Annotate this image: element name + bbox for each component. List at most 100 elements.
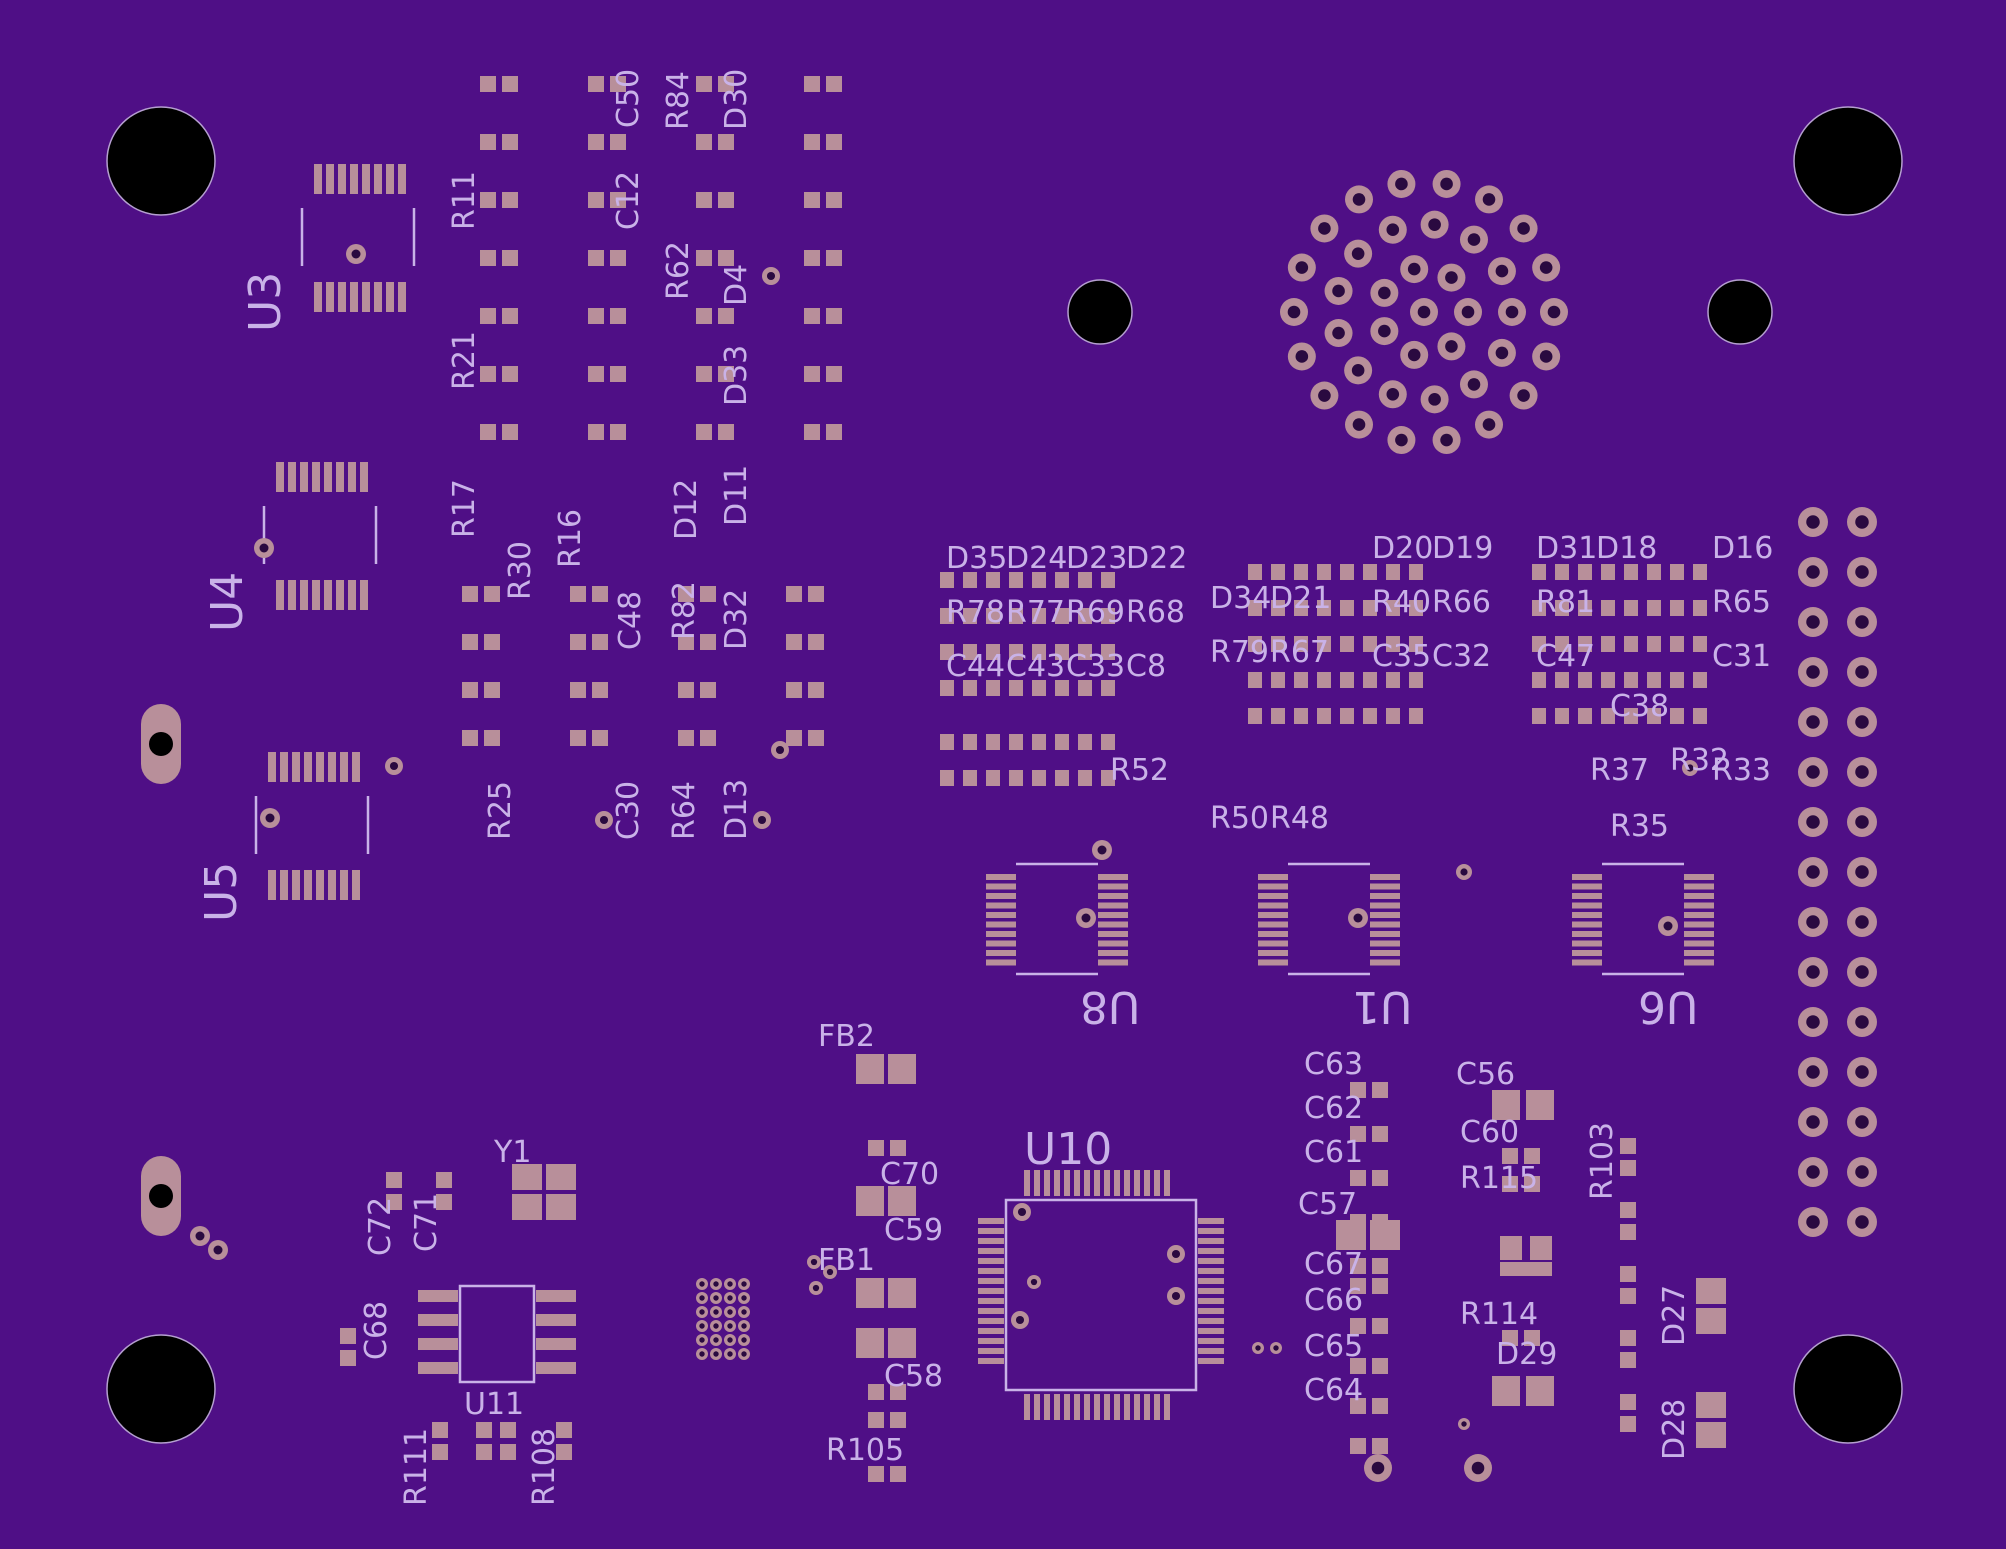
label-c8: C8 bbox=[1126, 649, 1167, 684]
matrix-pad bbox=[1624, 564, 1638, 580]
label-c31: C31 bbox=[1712, 639, 1772, 674]
y1-pad bbox=[546, 1164, 576, 1190]
matrix-pad bbox=[1693, 672, 1707, 688]
u4-pad bbox=[300, 462, 308, 492]
r111-pad bbox=[432, 1444, 448, 1460]
label-c58: C58 bbox=[884, 1359, 944, 1394]
u4-pad bbox=[360, 462, 368, 492]
cap-pad bbox=[1372, 1318, 1388, 1334]
u10-pad bbox=[1084, 1394, 1090, 1420]
u4-pad bbox=[312, 580, 320, 610]
u1-pad bbox=[1258, 921, 1288, 928]
label-d27: D27 bbox=[1657, 1284, 1692, 1346]
matrix-pad bbox=[1340, 636, 1354, 652]
u10-pad bbox=[978, 1228, 1004, 1234]
slot-drill-0 bbox=[149, 732, 173, 756]
rc-pad bbox=[696, 134, 712, 150]
u10-pad bbox=[1034, 1394, 1040, 1420]
matrix-pad bbox=[1409, 600, 1423, 616]
u10-pad bbox=[978, 1238, 1004, 1244]
matrix-pad bbox=[1032, 608, 1046, 624]
matrix-pad bbox=[1032, 572, 1046, 588]
via-drill bbox=[1407, 348, 1421, 362]
matrix-pad bbox=[1055, 644, 1069, 660]
via-drill bbox=[1855, 915, 1869, 929]
u5-pad bbox=[292, 870, 300, 900]
u3-pad bbox=[398, 282, 406, 312]
cap-pad bbox=[1350, 1082, 1366, 1098]
rc-pad bbox=[592, 682, 608, 698]
via-drill bbox=[727, 1323, 733, 1329]
rc-pad bbox=[678, 682, 694, 698]
matrix-pad bbox=[1386, 600, 1400, 616]
cap-pad bbox=[1350, 1358, 1366, 1374]
via-drill bbox=[1318, 222, 1331, 235]
label-r17: R17 bbox=[447, 478, 482, 538]
pad bbox=[1500, 1236, 1522, 1260]
u5-pad bbox=[304, 870, 312, 900]
slot-drill-1 bbox=[149, 1184, 173, 1208]
u3-pad bbox=[338, 282, 346, 312]
u8-pad bbox=[986, 874, 1016, 880]
matrix-pad bbox=[1101, 734, 1115, 750]
matrix-pad bbox=[1670, 636, 1684, 652]
u10-pad bbox=[1144, 1170, 1150, 1196]
u10-pad bbox=[1198, 1218, 1224, 1224]
rc-pad bbox=[826, 134, 842, 150]
label-r66: R66 bbox=[1432, 585, 1492, 620]
via-drill bbox=[1517, 389, 1530, 402]
u10-pad bbox=[978, 1298, 1004, 1304]
label-r65: R65 bbox=[1712, 585, 1772, 620]
u8-pad bbox=[1098, 883, 1128, 890]
via-drill bbox=[1445, 340, 1458, 353]
rc-pad bbox=[588, 134, 604, 150]
via-drill bbox=[1855, 1165, 1869, 1179]
label-u8: U8 bbox=[1080, 981, 1141, 1032]
matrix-pad bbox=[1078, 572, 1092, 588]
matrix-pad bbox=[940, 680, 954, 696]
label-c32: C32 bbox=[1432, 639, 1492, 674]
u3-pad bbox=[386, 282, 394, 312]
u6-pad bbox=[1572, 950, 1602, 956]
matrix-pad bbox=[963, 734, 977, 750]
rc-pad bbox=[502, 308, 518, 324]
rc-pad bbox=[480, 308, 496, 324]
matrix-pad bbox=[963, 572, 977, 588]
via-drill bbox=[1547, 305, 1561, 319]
via-drill bbox=[1806, 915, 1820, 929]
via-drill bbox=[1855, 615, 1869, 629]
matrix-pad bbox=[1078, 770, 1092, 786]
u8-pad bbox=[1098, 893, 1128, 899]
matrix-pad bbox=[1101, 608, 1115, 624]
label-d33: D33 bbox=[719, 344, 754, 406]
via-drill bbox=[1855, 1065, 1869, 1079]
via-drill bbox=[1030, 1278, 1038, 1286]
matrix-pad bbox=[1078, 680, 1092, 696]
label-c38: C38 bbox=[1610, 689, 1670, 724]
matrix-pad bbox=[1317, 600, 1331, 616]
rc-pad bbox=[826, 192, 842, 208]
rc-pad bbox=[696, 308, 712, 324]
matrix-pad bbox=[1101, 572, 1115, 588]
label-y1: Y1 bbox=[494, 1135, 532, 1170]
via-drill bbox=[1417, 305, 1431, 319]
label-c12: C12 bbox=[611, 170, 646, 230]
via-drill bbox=[1461, 305, 1475, 319]
matrix-pad bbox=[986, 608, 1000, 624]
via-drill bbox=[1097, 845, 1107, 855]
cap-pad bbox=[1372, 1438, 1388, 1454]
u6-pad bbox=[1572, 931, 1602, 937]
rc-pad bbox=[588, 308, 604, 324]
u1-pad bbox=[1370, 874, 1400, 880]
d28-pad bbox=[1696, 1422, 1726, 1448]
label-r81: R81 bbox=[1536, 585, 1596, 620]
rc-pad bbox=[570, 682, 586, 698]
u10-pad bbox=[978, 1288, 1004, 1294]
via-drill bbox=[1351, 364, 1365, 377]
matrix-pad bbox=[1248, 708, 1262, 724]
rc-pad bbox=[696, 250, 712, 266]
label-c30: C30 bbox=[611, 780, 646, 840]
u10-body bbox=[1004, 1198, 1198, 1392]
rc-pad bbox=[826, 308, 842, 324]
d28-pad bbox=[1696, 1392, 1726, 1418]
